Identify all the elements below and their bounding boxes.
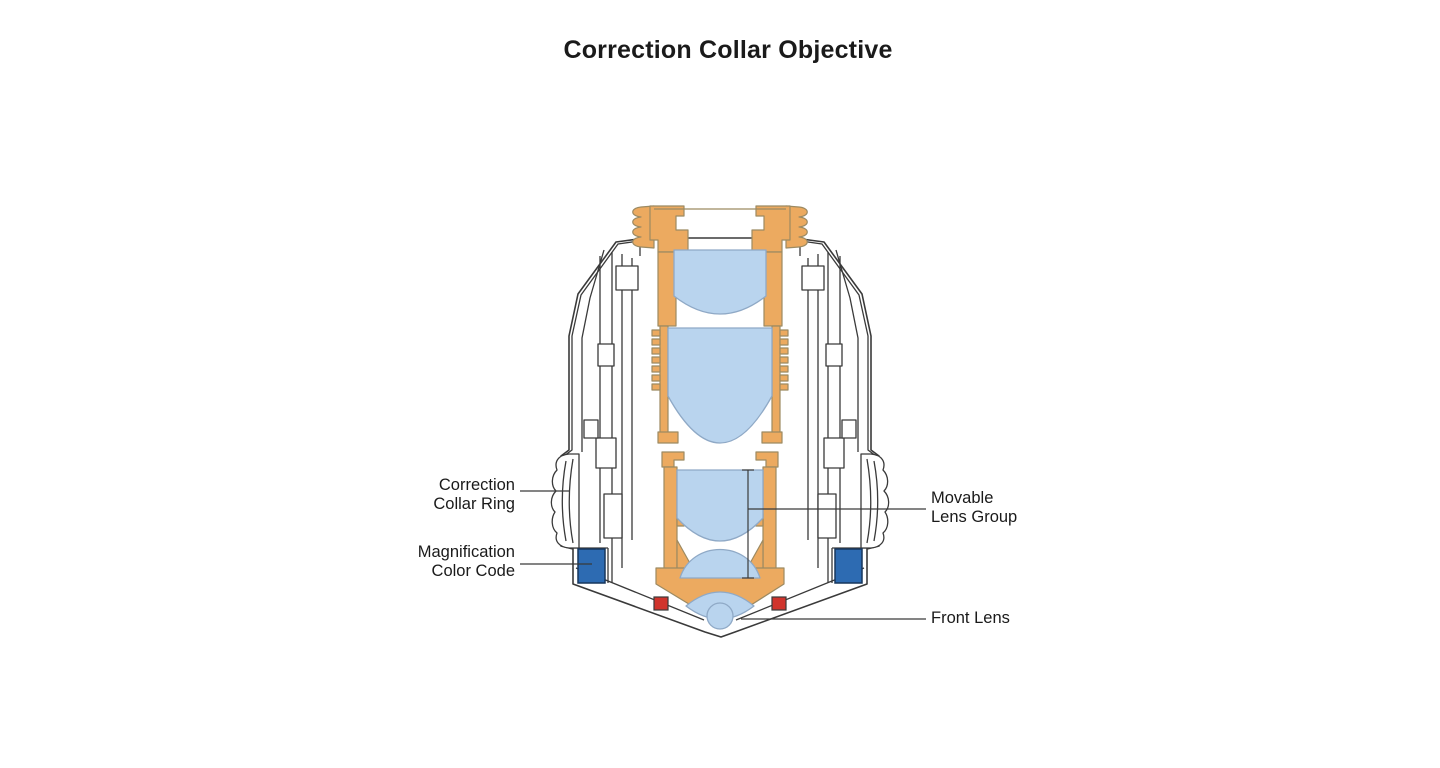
movable-lens-upper	[676, 469, 764, 542]
label-front-lens: Front Lens	[931, 609, 1010, 627]
label-correction-collar-ring: Correction Collar Ring	[433, 476, 515, 513]
movable-lens-lower	[679, 548, 761, 579]
label-movable-lens-group: Movable Lens Group	[931, 489, 1018, 526]
lens-top	[673, 249, 767, 315]
lens-elements	[667, 249, 773, 630]
page-title: Correction Collar Objective	[563, 36, 893, 64]
front-lens	[706, 602, 734, 630]
lens-second	[667, 327, 773, 444]
label-magnification-color-code: Magnification Color Code	[417, 543, 515, 580]
measure-line	[742, 469, 754, 579]
